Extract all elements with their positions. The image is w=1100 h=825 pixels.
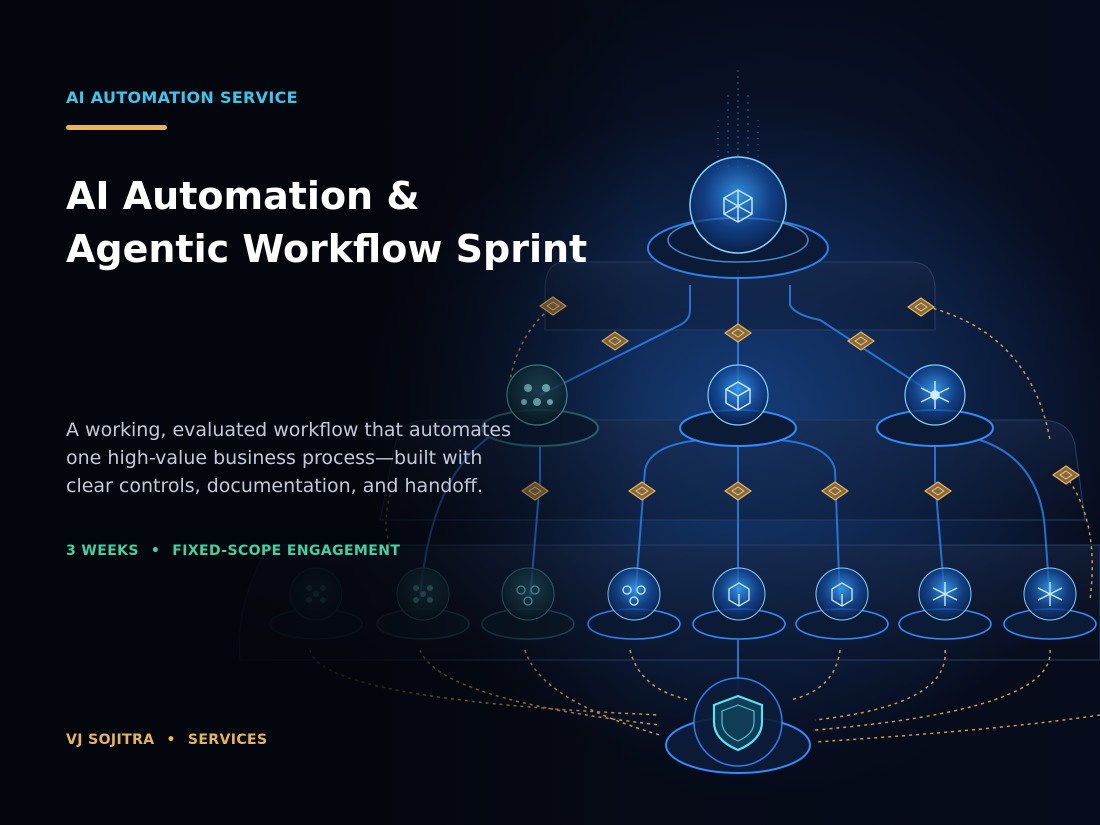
- middle-node-center: [679, 364, 797, 447]
- section-label: SERVICES: [187, 732, 268, 748]
- description-line-2: one high-value business process—built wi…: [66, 447, 483, 469]
- engagement-meta: 3 WEEKS • FIXED-SCOPE ENGAGEMENT: [66, 543, 400, 559]
- cube-icon: [831, 582, 853, 607]
- bottom-node-5: [692, 567, 786, 640]
- footer-byline: VJ SOJITRA • SERVICES: [66, 732, 267, 748]
- description-line-1: A working, evaluated workflow that autom…: [66, 419, 511, 441]
- description-line-3: clear controls, documentation, and hando…: [66, 475, 484, 497]
- star-network-icon: [1037, 582, 1063, 606]
- cube-icon: [725, 381, 751, 411]
- top-agent-node: [647, 156, 829, 279]
- footer-separator: •: [166, 732, 176, 748]
- output-shield-node: [665, 677, 811, 774]
- bottom-node-6: [795, 567, 889, 640]
- data-stream: [717, 70, 759, 170]
- scope-label: FIXED-SCOPE ENGAGEMENT: [172, 543, 401, 559]
- title-line-2: Agentic Workflow Sprint: [66, 227, 588, 271]
- bottom-node-8: [1003, 567, 1097, 640]
- eyebrow-label: AI AUTOMATION SERVICE: [66, 88, 298, 107]
- author-label: VJ SOJITRA: [66, 732, 155, 748]
- accent-rule: [66, 125, 167, 130]
- title-line-1: AI Automation &: [66, 174, 420, 218]
- star-network-icon: [920, 381, 950, 409]
- page-title: AI Automation & Agentic Workflow Sprint: [66, 170, 686, 276]
- star-network-icon: [932, 582, 958, 606]
- meta-separator: •: [150, 543, 161, 559]
- bottom-node-7: [898, 567, 992, 640]
- service-description: A working, evaluated workflow that autom…: [66, 416, 586, 500]
- cube-icon: [728, 582, 750, 607]
- duration-label: 3 WEEKS: [66, 543, 139, 559]
- network-cube-icon: [723, 189, 753, 223]
- middle-node-right: [876, 364, 994, 447]
